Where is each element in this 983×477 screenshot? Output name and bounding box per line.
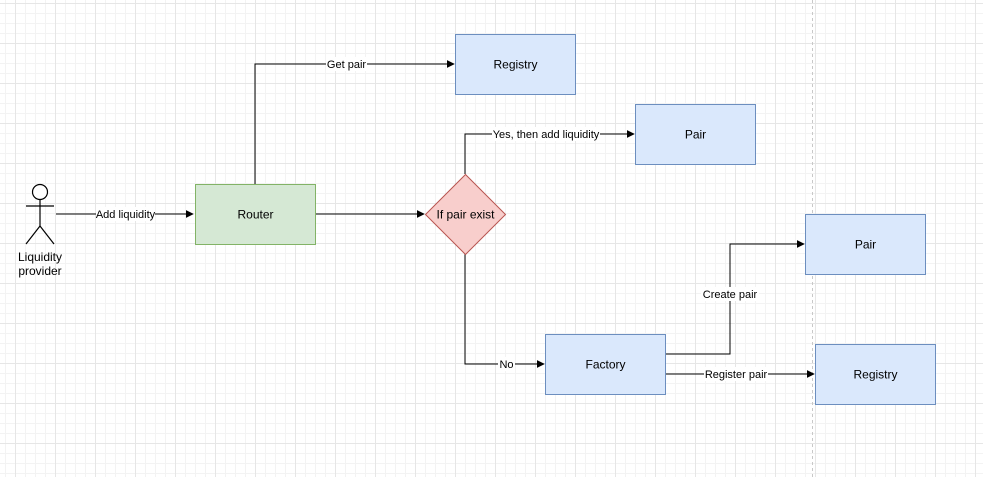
edge-label-add-liquidity-group: Add liquidity — [96, 207, 156, 221]
edge-label-no: No — [499, 359, 513, 371]
node-registry-top-label: Registry — [493, 58, 537, 72]
edge-get-pair[interactable] — [254, 60, 455, 184]
edge-label-no-group: No — [498, 357, 515, 371]
edge-label-register-pair: Register pair — [705, 369, 768, 381]
actor-label-line2: provider — [18, 264, 61, 278]
edge-label-add-liquidity: Add liquidity — [96, 209, 156, 221]
node-pair-right-label: Pair — [855, 238, 876, 252]
edge-label-register-pair-group: Register pair — [704, 367, 768, 381]
node-registry-bottom-label: Registry — [853, 368, 897, 382]
node-decision[interactable] — [424, 173, 507, 256]
node-router[interactable] — [195, 184, 316, 245]
actor-liquidity-provider[interactable] — [25, 183, 55, 245]
edge-label-yes-add-liquidity: Yes, then add liquidity — [493, 129, 600, 141]
node-factory[interactable] — [545, 334, 666, 395]
edge-label-create-pair: Create pair — [703, 289, 758, 301]
edge-no[interactable] — [464, 254, 545, 368]
edge-label-yes-group: Yes, then add liquidity — [492, 127, 600, 141]
actor-label-line1: Liquidity — [18, 250, 62, 264]
node-pair-top[interactable] — [635, 104, 756, 165]
edge-label-get-pair-group: Get pair — [326, 57, 367, 71]
node-pair-right[interactable] — [805, 214, 926, 275]
node-factory-label: Factory — [585, 358, 625, 372]
edge-label-create-pair-group: Create pair — [701, 287, 759, 301]
actor-right-leg — [39, 225, 55, 245]
node-registry-bottom[interactable] — [815, 344, 936, 405]
node-pair-top-label: Pair — [685, 128, 706, 142]
node-router-label: Router — [237, 208, 273, 222]
node-decision-label: If pair exist — [436, 208, 495, 222]
actor-head — [31, 183, 49, 201]
node-registry-top[interactable] — [455, 34, 576, 95]
edge-label-get-pair: Get pair — [327, 59, 366, 71]
actor-left-leg — [25, 225, 41, 245]
